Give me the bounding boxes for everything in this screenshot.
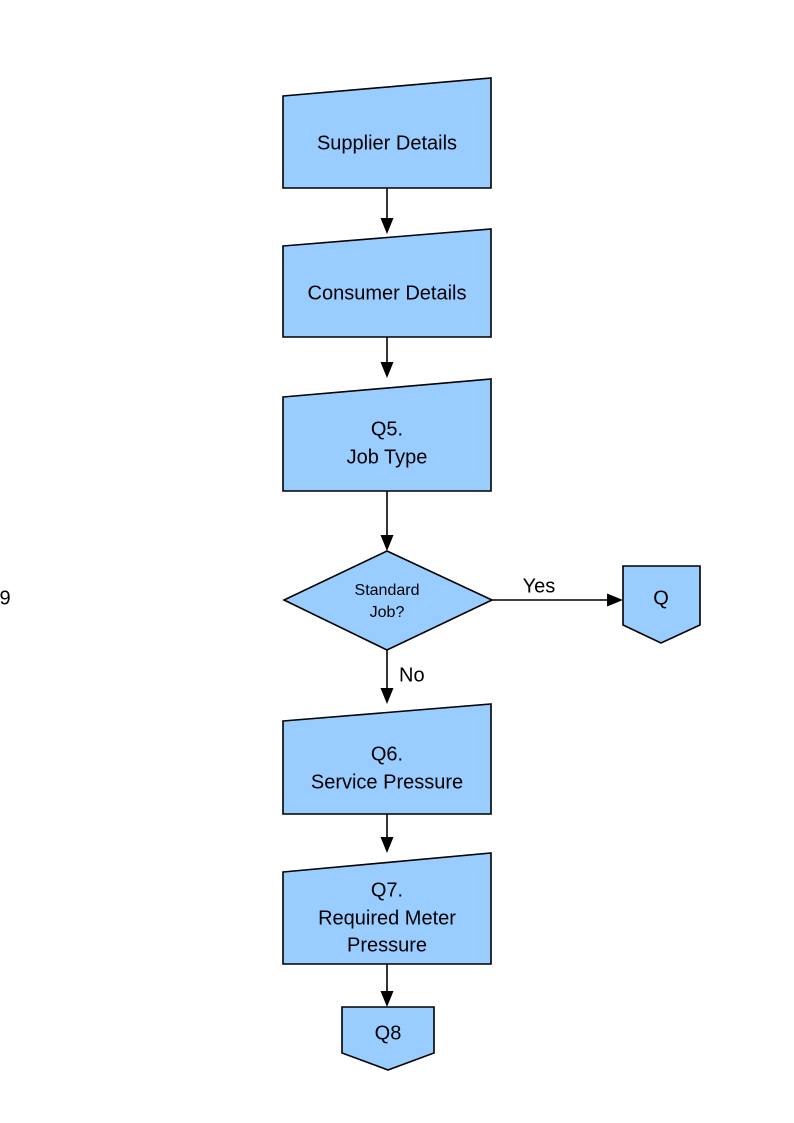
node-shape-notched-pentagon[interactable]: [622, 565, 701, 644]
arrow-head-icon: [380, 688, 394, 704]
arrow-head-icon: [380, 837, 394, 853]
connector-q5-to-decision: [380, 491, 394, 551]
node-q5-job-type[interactable]: Q5. Job Type: [282, 378, 492, 492]
arrow-head-icon: [380, 991, 394, 1007]
node-label-q7-line3: Pressure: [347, 934, 427, 956]
node-label-decision-line2: Job?: [370, 604, 405, 621]
node-label-q8: Q8: [375, 1022, 402, 1044]
node-supplier-details[interactable]: Supplier Details: [282, 77, 492, 189]
edge-label-yes: Yes: [523, 575, 556, 597]
arrow-head-icon: [380, 218, 394, 234]
arrow-head-icon: [380, 535, 394, 551]
node-shape-diamond[interactable]: [282, 550, 494, 651]
node-label-q6-line1: Q6.: [371, 743, 403, 765]
node-label-q7-line1: Q7.: [371, 879, 403, 901]
node-consumer-details[interactable]: Consumer Details: [282, 228, 492, 338]
node-label-q7-line2: Required Meter: [318, 907, 456, 929]
connector-decision-to-q6: No: [380, 650, 425, 704]
connector-supplier-to-consumer: [380, 188, 394, 234]
node-label-q5-line2: Job Type: [347, 446, 428, 468]
arrow-head-icon: [607, 593, 623, 607]
connector-decision-to-q9: Yes: [492, 575, 623, 607]
node-label-q6-line2: Service Pressure: [311, 771, 463, 793]
node-shape-slanted-box[interactable]: [282, 852, 492, 965]
connector-q7-to-q8: [380, 964, 394, 1007]
node-shape-slanted-box[interactable]: [282, 378, 492, 492]
node-q6-service-pressure[interactable]: Q6. Service Pressure: [282, 703, 492, 815]
node-standard-job-decision[interactable]: Standard Job?: [282, 550, 494, 651]
node-shape-notched-pentagon[interactable]: [341, 1006, 435, 1071]
connector-q6-to-q7: [380, 814, 394, 853]
node-label-consumer-details: Consumer Details: [308, 282, 467, 304]
connector-consumer-to-q5: [380, 337, 394, 378]
node-q8[interactable]: Q8: [341, 1006, 435, 1071]
node-label-supplier-details: Supplier Details: [317, 132, 457, 154]
node-q7-required-meter-pressure[interactable]: Q7. Required Meter Pressure: [282, 852, 492, 965]
node-label-q5-line1: Q5.: [371, 418, 403, 440]
edge-label-no: No: [399, 664, 425, 686]
arrow-head-icon: [380, 362, 394, 378]
node-shape-slanted-box[interactable]: [282, 228, 492, 338]
node-label-decision-line1: Standard: [355, 582, 420, 599]
node-shape-slanted-box[interactable]: [282, 703, 492, 815]
node-shape-slanted-box[interactable]: [282, 77, 492, 189]
